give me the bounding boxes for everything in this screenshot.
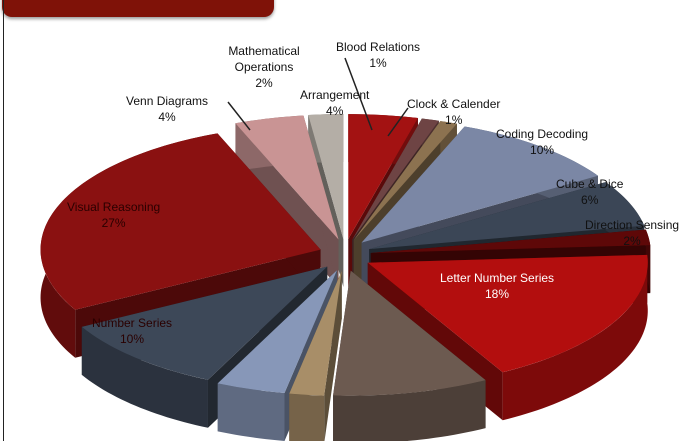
leader-line [344,57,373,131]
slice-label: Visual Reasoning [67,200,161,214]
label-clock-calender: Clock & Calender 1% [407,96,500,128]
slice-top [289,270,342,396]
slice-outer-wall [333,380,486,441]
slice-label: Coding Decoding [496,127,589,141]
leader-line [387,107,409,137]
slice-label: Venn Diagrams [126,94,209,108]
label-direction-sensing: Direction Sensing 2% [585,217,679,249]
label-number-series: Number Series 10% [92,315,172,347]
pie-slice [289,270,342,441]
slice-label: Mathematical Operations [228,44,300,74]
title-banner [2,0,274,17]
slice-top [348,114,418,240]
slice-top [40,133,321,310]
slice-top [369,182,645,250]
slice-label: Blood Relations [336,40,421,54]
slice-top [367,254,648,373]
slice-label: Arrangement [300,88,370,102]
slice-pct: 2% [623,234,641,248]
slice-pct: 6% [581,193,599,207]
label-cube-dice: Cube & Dice 6% [556,176,623,208]
slice-pct: 10% [530,143,555,157]
slice-label: Clock & Calender [407,97,501,111]
slice-outer-wall [289,393,325,441]
pie-slice [333,270,486,441]
slice-top [333,270,486,396]
slice-top [370,229,651,253]
slice-top [361,126,598,243]
slice-top [235,115,339,240]
leader-line [227,101,251,131]
slice-label: Letter Number Series [440,271,555,285]
slice-outer-wall [502,254,648,421]
label-coding-decoding: Coding Decoding 10% [496,126,588,158]
slice-top [217,270,337,394]
slice-pct: 10% [120,332,145,346]
frame-border [3,0,4,441]
slice-top [308,114,344,240]
slice-label: Cube & Dice [556,177,624,191]
slice-top [353,121,457,240]
label-blood-relations: Blood Relations 1% [336,39,420,71]
slice-outer-wall [217,383,285,441]
label-venn-diagrams: Venn Diagrams 4% [126,93,208,125]
label-visual-reasoning: Visual Reasoning 27% [67,199,160,231]
slice-pct: 1% [369,56,387,70]
slice-pct: 4% [326,104,344,118]
slice-pct: 4% [158,110,176,124]
label-mathematical-operations: Mathematical Operations 2% [214,43,314,91]
slice-pct: 27% [101,216,126,230]
slice-label: Number Series [92,316,173,330]
label-letter-number-series: Letter Number Series 18% [440,270,554,302]
slice-label: Direction Sensing [585,218,680,232]
slice-pct: 1% [445,113,463,127]
slice-top [352,118,439,240]
slice-top [81,266,328,380]
slice-pct: 18% [485,287,510,301]
slice-outer-wall [81,326,208,428]
slice-pct: 2% [255,76,273,90]
label-arrangement: Arrangement 4% [300,87,369,119]
